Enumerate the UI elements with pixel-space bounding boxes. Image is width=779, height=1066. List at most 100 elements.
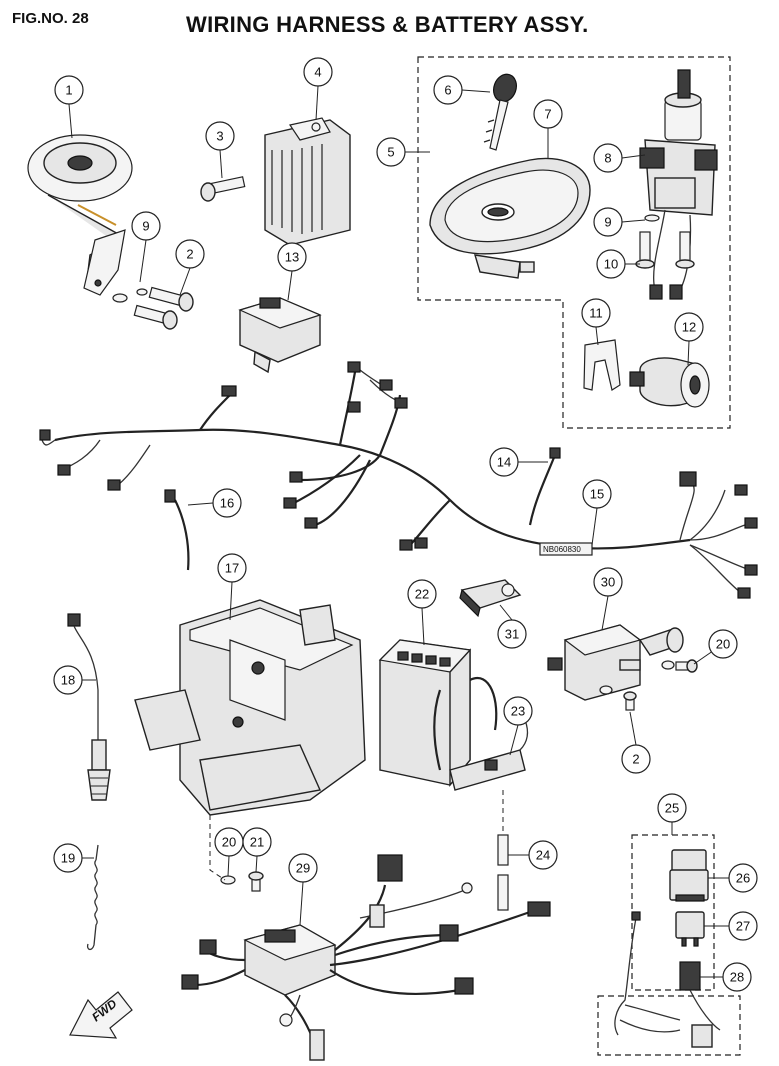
svg-text:4: 4: [314, 65, 321, 80]
svg-text:20: 20: [716, 637, 730, 652]
lock-cover: [429, 157, 591, 279]
callout-18: 18: [53, 665, 83, 695]
callout-14: 14: [489, 447, 519, 477]
callout-22: 22: [407, 579, 437, 609]
svg-text:17: 17: [225, 561, 239, 576]
svg-text:16: 16: [220, 496, 234, 511]
callout-20-box: 20: [214, 827, 244, 857]
callout-6: 6: [433, 75, 463, 105]
callout-9-switch: 9: [593, 207, 623, 237]
callout-8: 8: [593, 143, 623, 173]
callout-31: 31: [497, 619, 527, 649]
svg-text:19: 19: [61, 851, 75, 866]
svg-text:9: 9: [604, 215, 611, 230]
callout-19: 19: [53, 843, 83, 873]
svg-text:8: 8: [604, 151, 611, 166]
callout-1: 1: [54, 75, 84, 105]
cdi-sub-harness: [181, 854, 551, 1061]
bolt-pair: [112, 286, 194, 330]
svg-text:12: 12: [682, 320, 696, 335]
relay-harness-box: [597, 995, 741, 1056]
svg-text:9: 9: [142, 219, 149, 234]
svg-text:6: 6: [444, 83, 451, 98]
svg-text:5: 5: [387, 145, 394, 160]
svg-text:10: 10: [604, 257, 618, 272]
callout-3: 3: [205, 121, 235, 151]
regulator-rectifier: [264, 117, 351, 246]
callout-29: 29: [288, 853, 318, 883]
svg-text:22: 22: [415, 587, 429, 602]
callout-25: 25: [657, 793, 687, 823]
fuse-holder: [449, 719, 529, 791]
coil-washer-lower: [599, 685, 613, 695]
battery-box: [134, 599, 366, 816]
callout-5: 5: [376, 137, 406, 167]
ignition-key: [483, 73, 517, 151]
forward-direction-arrow: FWD: [69, 991, 133, 1039]
svg-text:27: 27: [736, 919, 750, 934]
svg-text:25: 25: [665, 801, 679, 816]
ignition-switch: [639, 69, 718, 300]
svg-text:23: 23: [511, 704, 525, 719]
switch-screws: [635, 214, 695, 269]
callout-30: 30: [593, 567, 623, 597]
callout-28: 28: [722, 962, 752, 992]
fuse: [497, 790, 509, 911]
callout-23: 23: [503, 696, 533, 726]
mounting-bolt: [200, 176, 246, 202]
callout-7: 7: [533, 99, 563, 129]
svg-text:18: 18: [61, 673, 75, 688]
callout-21: 21: [242, 827, 272, 857]
lock-clip: [583, 339, 621, 391]
callout-24: 24: [528, 840, 558, 870]
callout-2: 2: [175, 239, 205, 269]
battery-box-leader: [209, 815, 226, 881]
harness-tag: NB060830: [543, 545, 581, 554]
seat-lock-cylinder: [629, 357, 710, 408]
return-spring: [86, 844, 99, 951]
main-wiring-harness: NB060830: [39, 361, 758, 599]
coil-bolt-lower: [623, 691, 637, 711]
cable-band-left: [174, 499, 190, 571]
callout-9-horn: 9: [131, 211, 161, 241]
callout-26: 26: [728, 863, 758, 893]
cable-band-right: [528, 454, 557, 526]
flasher-relay: [238, 297, 322, 374]
svg-text:13: 13: [285, 250, 299, 265]
svg-text:2: 2: [632, 752, 639, 767]
diagram-title: WIRING HARNESS & BATTERY ASSY.: [186, 12, 589, 37]
leader-lines: [68, 85, 729, 978]
callout-12: 12: [674, 312, 704, 342]
svg-text:21: 21: [250, 835, 264, 850]
relay-group-box: [631, 834, 715, 991]
horn: [27, 134, 133, 296]
battery-box-bolt: [248, 871, 264, 892]
starter-relay: [669, 849, 709, 902]
relay-harness: [614, 911, 713, 1048]
coil-bolt-upper: [675, 659, 698, 673]
svg-text:14: 14: [497, 455, 511, 470]
ignition-switch-group-box: [417, 56, 731, 429]
svg-text:29: 29: [296, 861, 310, 876]
ignition-coil: [547, 624, 684, 701]
bracket-clip: [459, 579, 522, 618]
coil-washer: [661, 660, 675, 670]
svg-text:7: 7: [544, 107, 551, 122]
svg-text:20: 20: [222, 835, 236, 850]
svg-text:31: 31: [505, 627, 519, 642]
battery: [378, 639, 498, 787]
callout-15: 15: [582, 479, 612, 509]
svg-text:11: 11: [589, 306, 603, 321]
relay: [675, 911, 705, 947]
callout-17: 17: [217, 553, 247, 583]
svg-text:24: 24: [536, 848, 550, 863]
figure-number: FIG.NO. 28: [12, 10, 89, 27]
svg-text:3: 3: [216, 129, 223, 144]
callout-13: 13: [277, 242, 307, 272]
callout-20-coil: 20: [708, 629, 738, 659]
callout-27: 27: [728, 911, 758, 941]
washer: [220, 875, 236, 885]
neutral-switch: [67, 613, 111, 801]
callout-4: 4: [303, 57, 333, 87]
